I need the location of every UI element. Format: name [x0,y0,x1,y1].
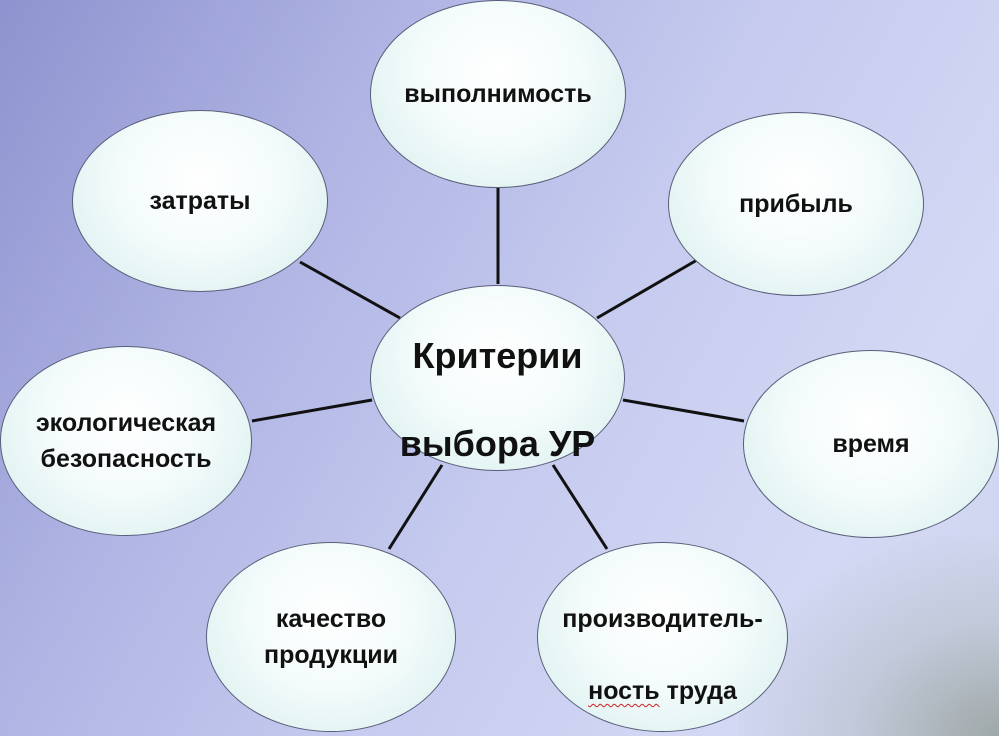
node-labor-productivity-line2-rest: труда [659,677,737,705]
node-time: время [743,350,999,538]
node-labor-productivity: производитель- ность труда [537,542,788,732]
node-feasibility-label: выполнимость [404,80,592,108]
spellcheck-underlined-word: ность [588,677,660,705]
connector-right [622,398,745,423]
node-costs: затраты [72,110,328,292]
connector-bottom-left [387,464,444,550]
node-center-criteria: Критерии выбора УР [370,285,625,471]
node-product-quality-label: качество продукции [263,605,398,669]
node-time-label: время [832,430,910,458]
node-ecological-safety-label: экологическая безопасность [35,409,217,473]
node-profit-label: прибыль [739,190,853,218]
connector-bottom-right [551,464,609,550]
connector-top-right [596,258,698,320]
connector-top-left [299,260,401,320]
node-center-label: Критерии выбора УР [400,290,596,466]
node-feasibility: выполнимость [370,0,626,188]
node-labor-productivity-line1: производитель- [562,605,763,633]
connector-left [251,398,373,423]
node-center-line2: выбора УР [399,423,596,464]
node-center-line1: Критерии [412,335,583,376]
node-profit: прибыль [668,112,924,296]
node-costs-label: затраты [149,187,251,215]
node-ecological-safety: экологическая безопасность [0,346,252,536]
node-product-quality: качество продукции [206,542,456,732]
node-labor-productivity-label: производитель- ность труда [562,565,762,709]
